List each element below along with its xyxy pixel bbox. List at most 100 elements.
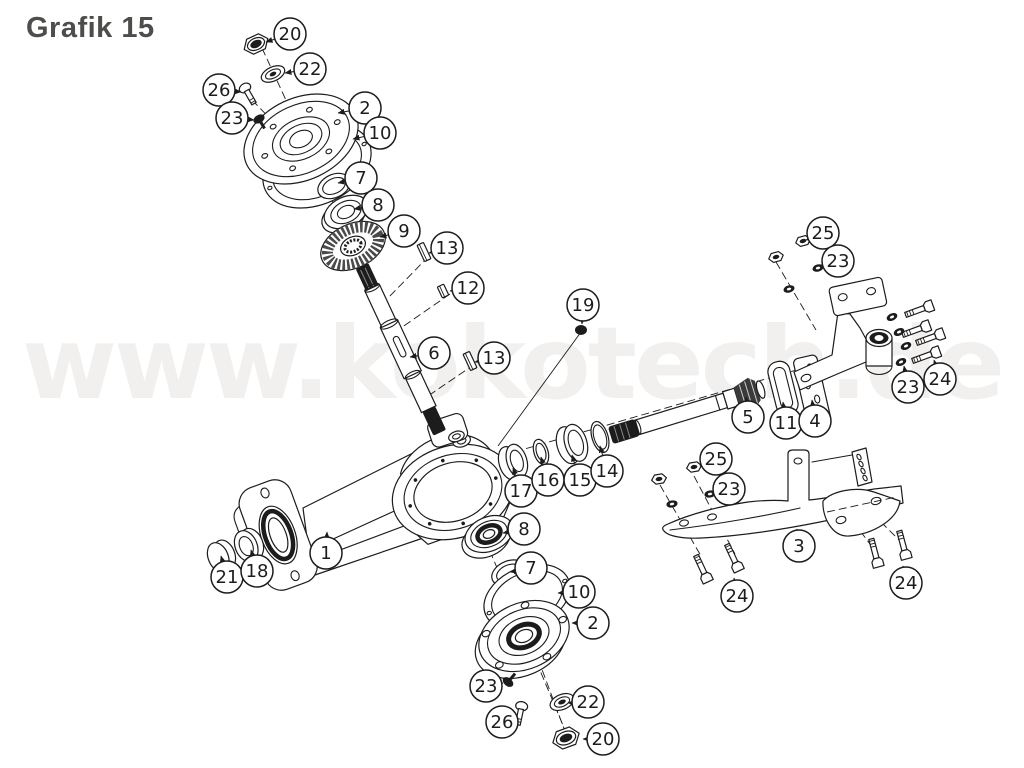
callout-7[interactable]: 7 [337,161,378,195]
callout-22[interactable]: 22 [284,52,327,86]
part-bevel-gear [320,220,386,272]
callout-11[interactable]: 11 [769,401,803,440]
part-mount-bracket [793,276,893,391]
callout-6[interactable]: 6 [409,336,451,370]
svg-text:4: 4 [809,411,820,432]
svg-text:17: 17 [510,481,533,502]
svg-text:15: 15 [569,470,592,491]
callout-12[interactable]: 12 [449,271,485,305]
svg-text:12: 12 [457,278,480,299]
part-hub-flange-bottom [474,599,570,680]
callout-23[interactable]: 23 [891,365,925,404]
svg-text:6: 6 [428,343,439,364]
callout-20[interactable]: 20 [582,722,620,756]
part-bolt-23-bottom [502,672,517,687]
callout-13[interactable]: 13 [474,341,511,375]
callout-8[interactable]: 8 [353,188,395,222]
svg-text:7: 7 [355,168,366,189]
callout-26[interactable]: 26 [202,73,242,107]
callout-23[interactable]: 23 [711,472,746,506]
part-pinion-shaft [356,263,446,436]
callout-20[interactable]: 20 [265,17,307,51]
callout-19[interactable]: 19 [566,288,600,325]
svg-text:25: 25 [705,449,728,470]
svg-text:16: 16 [537,470,560,491]
callout-18[interactable]: 18 [240,549,274,588]
callout-2[interactable]: 2 [337,91,382,125]
svg-text:10: 10 [369,123,392,144]
svg-text:11: 11 [775,413,798,434]
callout-24[interactable]: 24 [720,577,754,613]
svg-text:13: 13 [436,238,459,259]
part-ring-16 [532,438,550,466]
svg-text:13: 13 [483,348,506,369]
part-key-12 [437,283,449,299]
callout-25[interactable]: 25 [805,216,840,250]
callout-9[interactable]: 9 [379,214,421,248]
callout-21[interactable]: 21 [210,555,244,594]
callout-23[interactable]: 23 [820,244,855,278]
part-bearing-15 [555,423,589,465]
svg-text:25: 25 [812,223,835,244]
callout-23[interactable]: 23 [215,101,255,135]
part-axle-shaft [608,377,766,444]
svg-text:10: 10 [568,582,591,603]
part-bolt-23-top [253,114,266,130]
svg-text:9: 9 [398,221,409,242]
svg-text:26: 26 [491,712,514,733]
page-title: Grafik 15 [26,12,155,44]
callout-10[interactable]: 10 [352,116,397,150]
callout-13[interactable]: 13 [428,231,464,265]
svg-text:23: 23 [221,108,244,129]
svg-text:23: 23 [827,251,850,272]
callout-24[interactable]: 24 [889,565,923,600]
svg-text:22: 22 [577,692,600,713]
svg-text:24: 24 [726,586,749,607]
part-snap-ring-14 [590,420,610,454]
callout-26[interactable]: 26 [485,705,519,739]
svg-text:2: 2 [587,613,598,634]
callout-4[interactable]: 4 [798,399,832,438]
part-plug-19 [575,325,587,335]
callout-14[interactable]: 14 [590,445,624,488]
part-nut-bottom [552,726,580,750]
part-key-13-upper [416,242,432,262]
callout-25[interactable]: 25 [699,442,733,476]
svg-text:5: 5 [742,407,753,428]
svg-text:8: 8 [518,519,529,540]
svg-text:19: 19 [572,295,595,316]
callout-7[interactable]: 7 [509,551,548,585]
callout-3[interactable]: 3 [782,528,816,563]
part-bearing-bottom [461,514,514,559]
callout-24[interactable]: 24 [923,359,957,396]
svg-text:23: 23 [718,479,741,500]
svg-text:2: 2 [359,98,370,119]
part-washer-top [260,65,286,83]
callout-22[interactable]: 22 [567,685,605,719]
part-nut-top [240,30,272,58]
svg-text:21: 21 [216,567,239,588]
part-key-13-lower [462,351,478,371]
part-axle-housing [233,412,515,591]
callout-5[interactable]: 5 [731,396,765,434]
callout-10[interactable]: 10 [557,575,596,609]
part-trailing-arm [662,447,904,539]
callout-2[interactable]: 2 [571,606,610,640]
svg-text:23: 23 [897,377,920,398]
svg-text:7: 7 [525,558,536,579]
callout-23[interactable]: 23 [469,669,504,703]
svg-text:20: 20 [279,24,302,45]
part-bolt-26-top [238,82,257,106]
callout-8[interactable]: 8 [502,512,541,546]
svg-text:20: 20 [592,729,615,750]
svg-text:3: 3 [793,536,804,557]
callout-1[interactable]: 1 [309,531,343,570]
svg-text:24: 24 [929,369,952,390]
svg-text:18: 18 [246,561,269,582]
svg-text:24: 24 [895,573,918,594]
callout-16[interactable]: 16 [531,456,565,497]
svg-text:8: 8 [372,195,383,216]
svg-text:14: 14 [596,461,619,482]
svg-text:23: 23 [475,676,498,697]
